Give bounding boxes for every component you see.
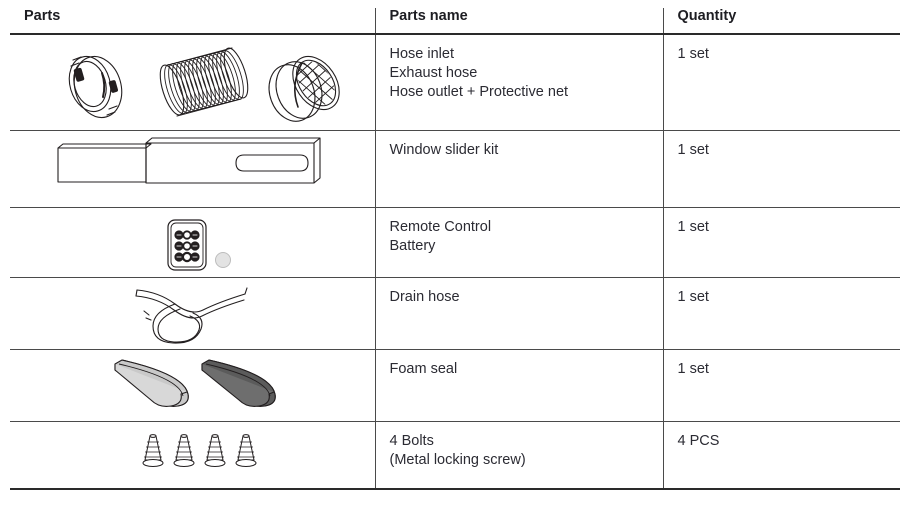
foam-seal-light-icon [114, 359, 189, 407]
parts-table: Parts Parts name Quantity [10, 8, 900, 490]
parts-name-line: Hose outlet + Protective net [389, 84, 569, 100]
remote-control-artwork [10, 208, 375, 277]
parts-name-line: Exhaust hose [389, 65, 478, 81]
quantity-cell: 1 set [662, 34, 900, 131]
foam-seal-dark-icon [201, 359, 276, 407]
column-header-parts-name: Parts name [374, 8, 663, 35]
parts-illustration-cell [10, 130, 375, 208]
parts-illustration-cell [10, 34, 375, 131]
hose-outlet-protective-net-icon [268, 54, 343, 122]
drain-hose-looped-tube-icon [135, 287, 248, 344]
bolt-screw-icon [204, 434, 226, 467]
exhaust-hose-corrugated-icon [159, 47, 249, 117]
column-header-quantity: Quantity [662, 8, 900, 35]
table-row: Window slider kit 1 set [10, 130, 900, 208]
parts-illustration-cell [10, 421, 375, 490]
parts-name-cell: Remote Control Battery [374, 207, 663, 278]
parts-illustration-cell [10, 349, 375, 422]
table-header: Parts Parts name Quantity [10, 8, 900, 35]
parts-name-line: Drain hose [389, 289, 460, 305]
bolt-screw-icon [173, 434, 195, 467]
quantity-cell: 1 set [662, 130, 900, 208]
window-slider-kit-artwork [10, 131, 375, 207]
drain-hose-artwork [10, 278, 375, 349]
parts-name-line: Foam seal [389, 361, 458, 377]
table-row: Foam seal 1 set [10, 349, 900, 422]
foam-seal-artwork [10, 350, 375, 421]
parts-name-cell: Window slider kit [374, 130, 663, 208]
table-row: 4 Bolts (Metal locking screw) 4 PCS [10, 421, 900, 490]
quantity-cell: 1 set [662, 207, 900, 278]
table-row: Hose inlet Exhaust hose Hose outlet + Pr… [10, 34, 900, 131]
window-slider-kit-bars-icon [57, 137, 321, 184]
parts-name-line: (Metal locking screw) [389, 452, 526, 468]
column-header-parts: Parts [10, 8, 375, 35]
header-row: Parts Parts name Quantity [10, 8, 900, 35]
bolts-artwork [10, 422, 375, 488]
table-row: Remote Control Battery 1 set [10, 207, 900, 278]
parts-name-cell: Foam seal [374, 349, 663, 422]
remote-control-keypad-icon [167, 219, 207, 271]
quantity-cell: 1 set [662, 349, 900, 422]
bolt-screw-icon [142, 434, 164, 467]
table-row: Drain hose 1 set [10, 277, 900, 350]
parts-name-line: Hose inlet [389, 46, 454, 62]
quantity-cell: 1 set [662, 277, 900, 350]
parts-name-cell: Drain hose [374, 277, 663, 350]
quantity-cell: 4 PCS [662, 421, 900, 490]
parts-name-line: Battery [389, 238, 436, 254]
parts-name-cell: 4 Bolts (Metal locking screw) [374, 421, 663, 490]
parts-name-cell: Hose inlet Exhaust hose Hose outlet + Pr… [374, 34, 663, 131]
parts-name-line: Window slider kit [389, 142, 499, 158]
parts-illustration-cell [10, 277, 375, 350]
bolt-screw-icon [235, 434, 257, 467]
parts-name-line: 4 Bolts [389, 433, 434, 449]
table-body: Hose inlet Exhaust hose Hose outlet + Pr… [10, 34, 900, 490]
coin-battery-icon [215, 252, 231, 268]
parts-name-line: Remote Control [389, 219, 492, 235]
parts-illustration-cell [10, 207, 375, 278]
hose-assembly-artwork [10, 35, 375, 130]
hose-inlet-ring-icon [68, 55, 123, 119]
